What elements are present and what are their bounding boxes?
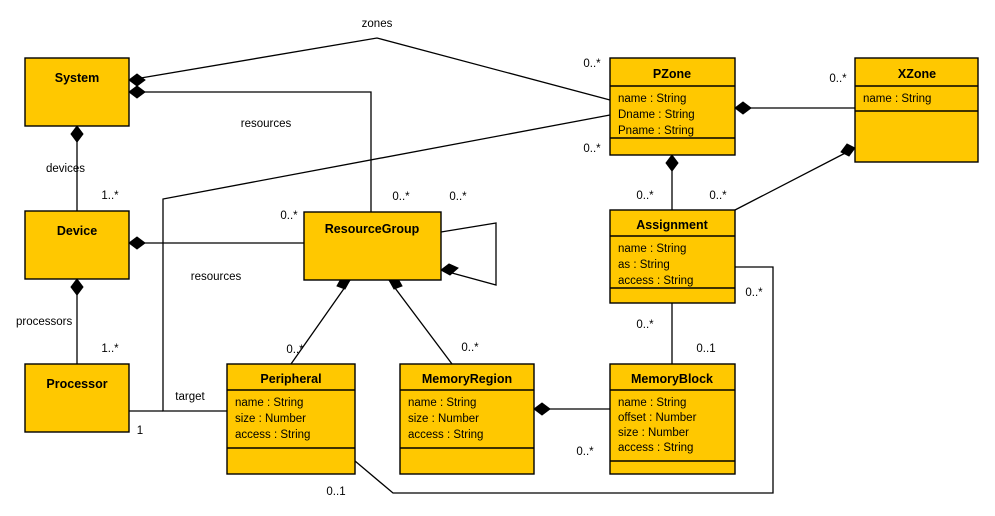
mult-system-device: 1..* xyxy=(101,190,119,202)
class-pzone-attr-2: Pname : String xyxy=(618,125,694,137)
mult-pzone-assignment: 0..* xyxy=(636,190,654,202)
mult-assignment-memoryblock: 0..* xyxy=(636,319,654,331)
class-system-title: System xyxy=(55,71,99,85)
diamond-system-resources xyxy=(128,85,146,99)
role-label-devices: devices xyxy=(46,163,85,175)
mult-system-resourcegroup: 0..* xyxy=(392,191,410,203)
class-memoryblock-title: MemoryBlock xyxy=(631,372,713,386)
mult-pzone-system-top: 0..* xyxy=(583,58,601,70)
mult-processor-target: 1 xyxy=(137,425,143,437)
diamond-pzone-xzone xyxy=(734,101,752,115)
edge-system-zones xyxy=(128,37,611,101)
class-memoryregion-attr-0: name : String xyxy=(408,397,476,409)
class-pzone-attr-0: name : String xyxy=(618,93,686,105)
multiplicity-layer: 1..* 1..* 1 0..* 0..* 0..* 0..* 0..* 0..… xyxy=(101,58,847,498)
class-xzone-title: XZone xyxy=(898,67,936,81)
mult-xzone-pzone: 0..* xyxy=(829,73,847,85)
role-label-resources-bottom: resources xyxy=(191,271,242,283)
class-resourcegroup-title: ResourceGroup xyxy=(325,222,420,236)
class-xzone-box[interactable] xyxy=(854,57,979,163)
class-xzone-attr-0: name : String xyxy=(863,93,931,105)
class-memoryregion-attr-1: size : Number xyxy=(408,413,479,425)
class-memoryregion-box[interactable] xyxy=(399,363,535,475)
edge-assignment-peripheral xyxy=(354,266,774,494)
class-peripheral[interactable]: Peripheral name : String size : Number a… xyxy=(226,363,356,475)
edge-rg-peripheral xyxy=(290,279,351,365)
class-device-box[interactable] xyxy=(24,210,130,280)
role-labels-layer: zones devices processors resources resou… xyxy=(16,18,393,403)
class-resourcegroup[interactable]: ResourceGroup xyxy=(303,211,442,281)
role-label-resources-top: resources xyxy=(241,118,292,130)
class-pzone-title: PZone xyxy=(653,67,691,81)
mult-assignment-xzone: 0..* xyxy=(709,190,727,202)
class-assignment-attr-0: name : String xyxy=(618,243,686,255)
class-peripheral-attr-0: name : String xyxy=(235,397,303,409)
class-memoryblock-box[interactable] xyxy=(609,363,736,475)
mult-device-processor: 1..* xyxy=(101,343,119,355)
mult-rg-memoryregion: 0..* xyxy=(461,342,479,354)
role-label-zones: zones xyxy=(362,18,393,30)
diamond-device-processors xyxy=(70,278,84,296)
class-assignment-attr-1: as : String xyxy=(618,259,670,271)
class-xzone[interactable]: XZone name : String xyxy=(854,57,979,163)
class-processor-title: Processor xyxy=(46,377,107,391)
class-resourcegroup-box[interactable] xyxy=(303,211,442,281)
edge-rg-self xyxy=(440,222,497,286)
class-peripheral-attr-2: access : String xyxy=(235,429,310,441)
class-memoryblock-attr-3: access : String xyxy=(618,442,693,454)
class-device[interactable]: Device xyxy=(24,210,130,280)
edge-pzone-lower-left xyxy=(162,114,611,412)
class-pzone-attr-1: Dname : String xyxy=(618,109,695,121)
class-memoryregion-attr-2: access : String xyxy=(408,429,483,441)
class-memoryblock[interactable]: MemoryBlock name : String offset : Numbe… xyxy=(609,363,736,475)
diamond-rg-self xyxy=(440,263,459,276)
diamond-memoryregion-memoryblock xyxy=(533,402,551,416)
class-pzone[interactable]: PZone name : String Dname : String Pname… xyxy=(609,57,736,156)
class-processor[interactable]: Processor xyxy=(24,363,130,433)
class-peripheral-title: Peripheral xyxy=(260,372,321,386)
edge-xzone-assignment xyxy=(734,147,856,211)
diamond-system-zones xyxy=(128,73,146,87)
mult-rg-peripheral: 0..* xyxy=(286,344,304,356)
edge-system-resources xyxy=(129,91,372,212)
diamond-xzone-assignment xyxy=(840,143,856,157)
class-memoryblock-attr-1: offset : Number xyxy=(618,412,697,424)
class-device-title: Device xyxy=(57,224,97,238)
class-memoryblock-attr-2: size : Number xyxy=(618,427,689,439)
mult-device-resourcegroup: 0..* xyxy=(280,210,298,222)
class-memoryregion-title: MemoryRegion xyxy=(422,372,512,386)
class-system-box[interactable] xyxy=(24,57,130,127)
class-assignment-attr-2: access : String xyxy=(618,275,693,287)
role-label-processors: processors xyxy=(16,316,72,328)
class-peripheral-box[interactable] xyxy=(226,363,356,475)
mult-memoryregion-memoryblock: 0..* xyxy=(576,446,594,458)
class-assignment[interactable]: Assignment name : String as : String acc… xyxy=(609,209,736,304)
mult-assignment-peripheral: 0..* xyxy=(745,287,763,299)
class-peripheral-attr-1: size : Number xyxy=(235,413,306,425)
mult-pzone-system-bottom: 0..* xyxy=(583,143,601,155)
edge-rg-memoryregion xyxy=(388,279,453,365)
class-pzone-box[interactable] xyxy=(609,57,736,156)
class-memoryregion[interactable]: MemoryRegion name : String size : Number… xyxy=(399,363,535,475)
class-processor-box[interactable] xyxy=(24,363,130,433)
diamond-pzone-assignment xyxy=(665,154,679,172)
class-assignment-title: Assignment xyxy=(636,218,708,232)
mult-rg-self-source: 0..* xyxy=(449,191,467,203)
mult-memoryblock-assignment: 0..1 xyxy=(696,343,715,355)
diamond-device-resources xyxy=(128,236,146,250)
mult-peripheral-bottom: 0..1 xyxy=(326,486,345,498)
class-memoryblock-attr-0: name : String xyxy=(618,397,686,409)
class-system[interactable]: System xyxy=(24,57,130,127)
role-label-target: target xyxy=(175,391,205,403)
diamond-system-devices xyxy=(70,125,84,143)
